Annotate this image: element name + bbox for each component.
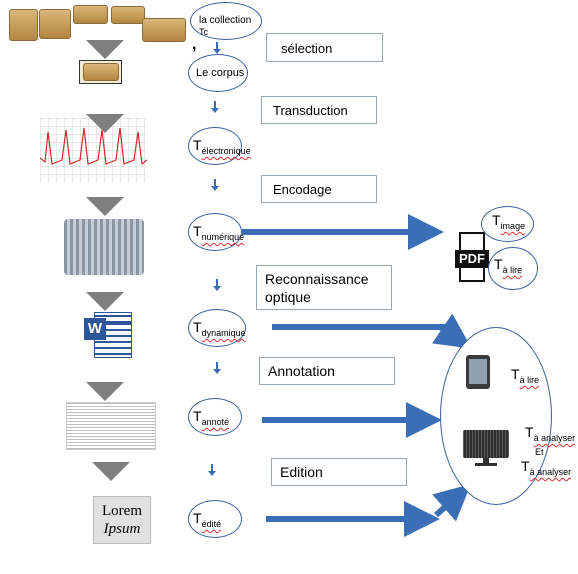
- step-encodage: Encodage: [261, 175, 377, 203]
- electronique-label: Télectronique: [193, 137, 251, 156]
- lorem-text: Lorem: [102, 503, 142, 519]
- pdf-text: PDF: [455, 250, 489, 268]
- annotated-text-image: [66, 402, 156, 450]
- node-electronique: Télectronique: [188, 127, 251, 165]
- pdf-icon: PDF: [455, 232, 489, 284]
- down-arrow-5: [213, 362, 221, 374]
- node-edite: Tédité: [188, 500, 242, 538]
- down-triangle-1: [86, 40, 124, 59]
- word-document-icon: W: [84, 312, 132, 358]
- node-numerique: Tnumérique: [188, 213, 245, 251]
- tablet-icon: [466, 355, 490, 389]
- node-annote: Tannoté: [188, 398, 242, 436]
- lorem-ipsum-image: Lorem Ipsum: [93, 496, 151, 544]
- down-arrow-2: [211, 101, 219, 113]
- image-label: Timage: [492, 212, 526, 231]
- word-icon-letter: W: [84, 318, 106, 340]
- down-arrow-1: [213, 42, 221, 54]
- edite-label: Tédité: [193, 510, 222, 529]
- analyser-label-1: Tà analyser: [525, 424, 576, 443]
- scroll-corpus-image: [79, 60, 122, 84]
- node-devices: [440, 327, 552, 505]
- down-triangle-4: [86, 292, 124, 311]
- numerique-label: Tnumérique: [193, 223, 245, 242]
- monitor-icon: [463, 430, 509, 468]
- et-label: Et: [535, 447, 544, 457]
- corpus-label: Le corpus: [196, 67, 245, 79]
- down-triangle-3: [86, 197, 124, 216]
- step-edition: Edition: [271, 458, 407, 486]
- down-triangle-2: [86, 114, 124, 133]
- step-transduction: Transduction: [261, 96, 377, 124]
- down-arrow-3: [211, 179, 219, 191]
- signal-line: [40, 127, 147, 166]
- arrow-dynamique-diag: [432, 313, 472, 349]
- node-a-lire-pdf: Tà lire: [488, 247, 538, 290]
- node-corpus: Le corpus: [188, 54, 248, 92]
- node-image: Timage: [481, 206, 534, 242]
- collection-mark: ,: [192, 36, 197, 53]
- a-lire-pdf-label: Tà lire: [494, 256, 523, 275]
- down-triangle-6: [92, 462, 130, 481]
- annote-label: Tannoté: [193, 408, 230, 427]
- ipsum-text: Ipsum: [103, 521, 141, 537]
- step-annotation: Annotation: [259, 357, 395, 385]
- node-collection: la collection Tc: [190, 2, 262, 40]
- analyser-label-2: Tà analyser: [521, 458, 572, 477]
- down-triangle-5: [86, 382, 124, 401]
- binary-data-image: [64, 219, 144, 275]
- tablet-label: Tà lire: [511, 366, 540, 385]
- down-arrow-4: [213, 279, 221, 291]
- collection-label: la collection: [199, 15, 252, 26]
- down-arrow-6: [208, 464, 216, 476]
- step-reconnaissance: Reconnaissance optique: [256, 265, 392, 310]
- arrow-edite-diag: [432, 484, 471, 522]
- collection-sub: Tc: [199, 27, 208, 37]
- step-selection: sélection: [266, 33, 383, 62]
- node-dynamique: Tdynamique: [188, 309, 246, 347]
- dynamique-label: Tdynamique: [193, 319, 246, 338]
